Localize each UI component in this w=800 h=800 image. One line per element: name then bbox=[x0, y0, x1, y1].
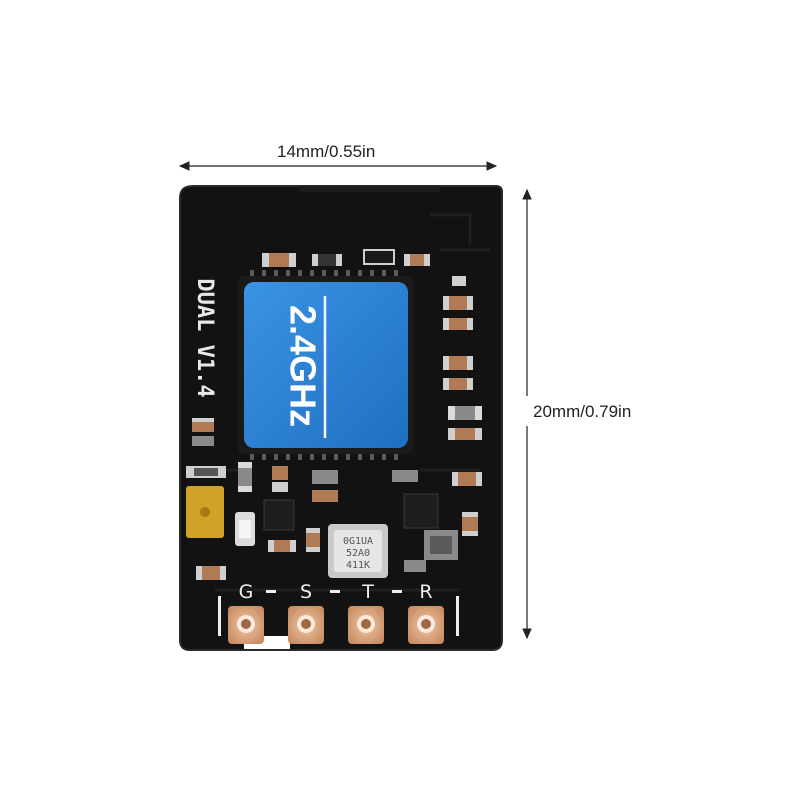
pad-label-t: T bbox=[361, 581, 374, 603]
ic-chip bbox=[263, 499, 295, 531]
ic-chip bbox=[403, 493, 439, 529]
crystal-text-line-1: 0G1UA bbox=[343, 536, 373, 547]
width-dimension-label: 14mm/0.55in bbox=[277, 142, 376, 161]
silkscreen-model-text: DUAL V1.4 bbox=[192, 278, 217, 397]
height-dimension-label: 20mm/0.79in bbox=[533, 402, 632, 421]
pad-r bbox=[408, 606, 444, 644]
smd-components: 0G1UA 52A0 411K bbox=[186, 249, 482, 580]
module-frequency-text: 2.4GHz bbox=[282, 305, 323, 427]
pad-labels: G S T R bbox=[218, 581, 459, 636]
rf-module: 2.4GHz bbox=[238, 270, 414, 460]
crystal-oscillator: 0G1UA 52A0 411K bbox=[328, 524, 388, 578]
crystal-text-line-2: 52A0 bbox=[346, 548, 370, 559]
solder-pads bbox=[228, 606, 444, 644]
pad-label-r: R bbox=[419, 581, 432, 603]
crystal-text-line-3: 411K bbox=[346, 560, 370, 571]
pad-t bbox=[348, 606, 384, 644]
pad-label-g: G bbox=[239, 581, 254, 603]
pad-s bbox=[288, 606, 324, 644]
pad-g bbox=[228, 606, 264, 644]
pad-label-s: S bbox=[300, 581, 312, 603]
gold-boot-pad bbox=[186, 486, 224, 538]
